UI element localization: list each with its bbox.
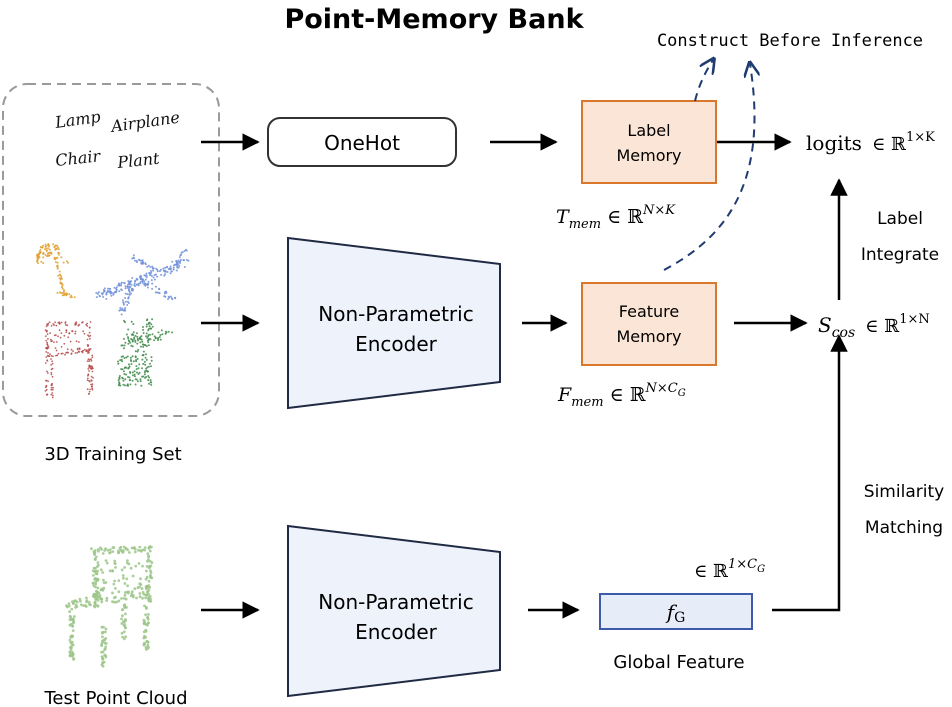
global-feature-symbol-sub: G [674, 610, 685, 626]
logits-formula: logits ∈ ℝ1×K [806, 130, 935, 155]
feature-memory-line2: Memory [616, 327, 681, 346]
encoder-top [287, 236, 501, 410]
scos-sup: 1×N [899, 312, 930, 327]
t-mem-sub: mem [569, 217, 601, 232]
test-cloud-label: Test Point Cloud [44, 688, 188, 707]
encoder-top-line1: Non-Parametric [318, 302, 473, 326]
label-integrate-line2: Integrate [861, 245, 939, 265]
construct-note: Construct Before Inference [657, 31, 923, 51]
t-mem-sup: N×K [642, 203, 676, 218]
training-set-box [2, 83, 220, 417]
scos-var: S [818, 313, 832, 337]
encoder-bottom-line2: Encoder [355, 620, 438, 644]
plant-point-cloud-icon [117, 318, 174, 387]
onehot-label: OneHot [324, 131, 400, 155]
f-mem-sub: mem [571, 395, 603, 410]
onehot-box [267, 117, 457, 167]
class-name-airplane: Airplane [108, 108, 181, 137]
test-chair-point-cloud-icon [65, 545, 154, 668]
t-mem-formula: Tmem ∈ ℝN×K [556, 203, 676, 232]
chair-point-cloud-icon [44, 321, 94, 399]
scos-formula: Scos ∈ ℝ1×N [818, 312, 930, 341]
logits-text: logits [806, 131, 862, 155]
logits-set: ∈ ℝ [872, 134, 907, 155]
label-memory-line1: Label [627, 121, 670, 140]
class-name-lamp: Lamp [53, 107, 102, 132]
global-feature-set: ∈ ℝ [694, 561, 729, 582]
scos-set: ∈ ℝ [865, 316, 900, 337]
arrow-global-feature-to-scos [772, 334, 848, 612]
global-feature-supsub: G [757, 564, 765, 575]
f-mem-supsub: G [678, 388, 686, 399]
f-mem-var: F [557, 384, 572, 406]
logits-sup: 1×K [906, 130, 935, 145]
f-mem-formula: Fmem ∈ ℝN×CG [557, 381, 686, 410]
global-feature-sup: 1×C [728, 557, 757, 572]
label-memory-line2: Memory [616, 146, 681, 165]
encoder-bottom [287, 524, 501, 698]
lamp-point-cloud-icon [35, 243, 76, 299]
similarity-matching-line1: Similarity [864, 482, 944, 502]
feature-memory-box [581, 282, 717, 366]
f-mem-sup: N×C [644, 381, 677, 396]
global-feature-set-formula: ∈ ℝ1×CG [694, 557, 765, 582]
label-integrate-line1: Label [877, 209, 923, 229]
encoder-bottom-line1: Non-Parametric [318, 590, 473, 614]
f-mem-set: ∈ ℝ [604, 384, 646, 406]
feature-memory-line1: Feature [619, 302, 679, 321]
t-mem-var: T [556, 206, 570, 228]
dashed-arrow-label-memory [694, 60, 713, 102]
t-mem-set: ∈ ℝ [601, 206, 643, 228]
scos-sub: cos [832, 325, 855, 341]
label-memory-box [581, 100, 717, 184]
training-set-label: 3D Training Set [44, 444, 181, 465]
class-name-chair: Chair [54, 146, 102, 170]
global-feature-box [599, 593, 753, 630]
airplane-point-cloud-icon [95, 248, 190, 316]
similarity-matching-line2: Matching [865, 518, 943, 538]
encoder-top-line2: Encoder [355, 332, 438, 356]
global-feature-label: Global Feature [613, 652, 744, 673]
diagram-title: Point-Memory Bank [284, 4, 584, 35]
dashed-arrow-feature-memory [663, 64, 754, 271]
class-name-plant: Plant [115, 149, 160, 172]
